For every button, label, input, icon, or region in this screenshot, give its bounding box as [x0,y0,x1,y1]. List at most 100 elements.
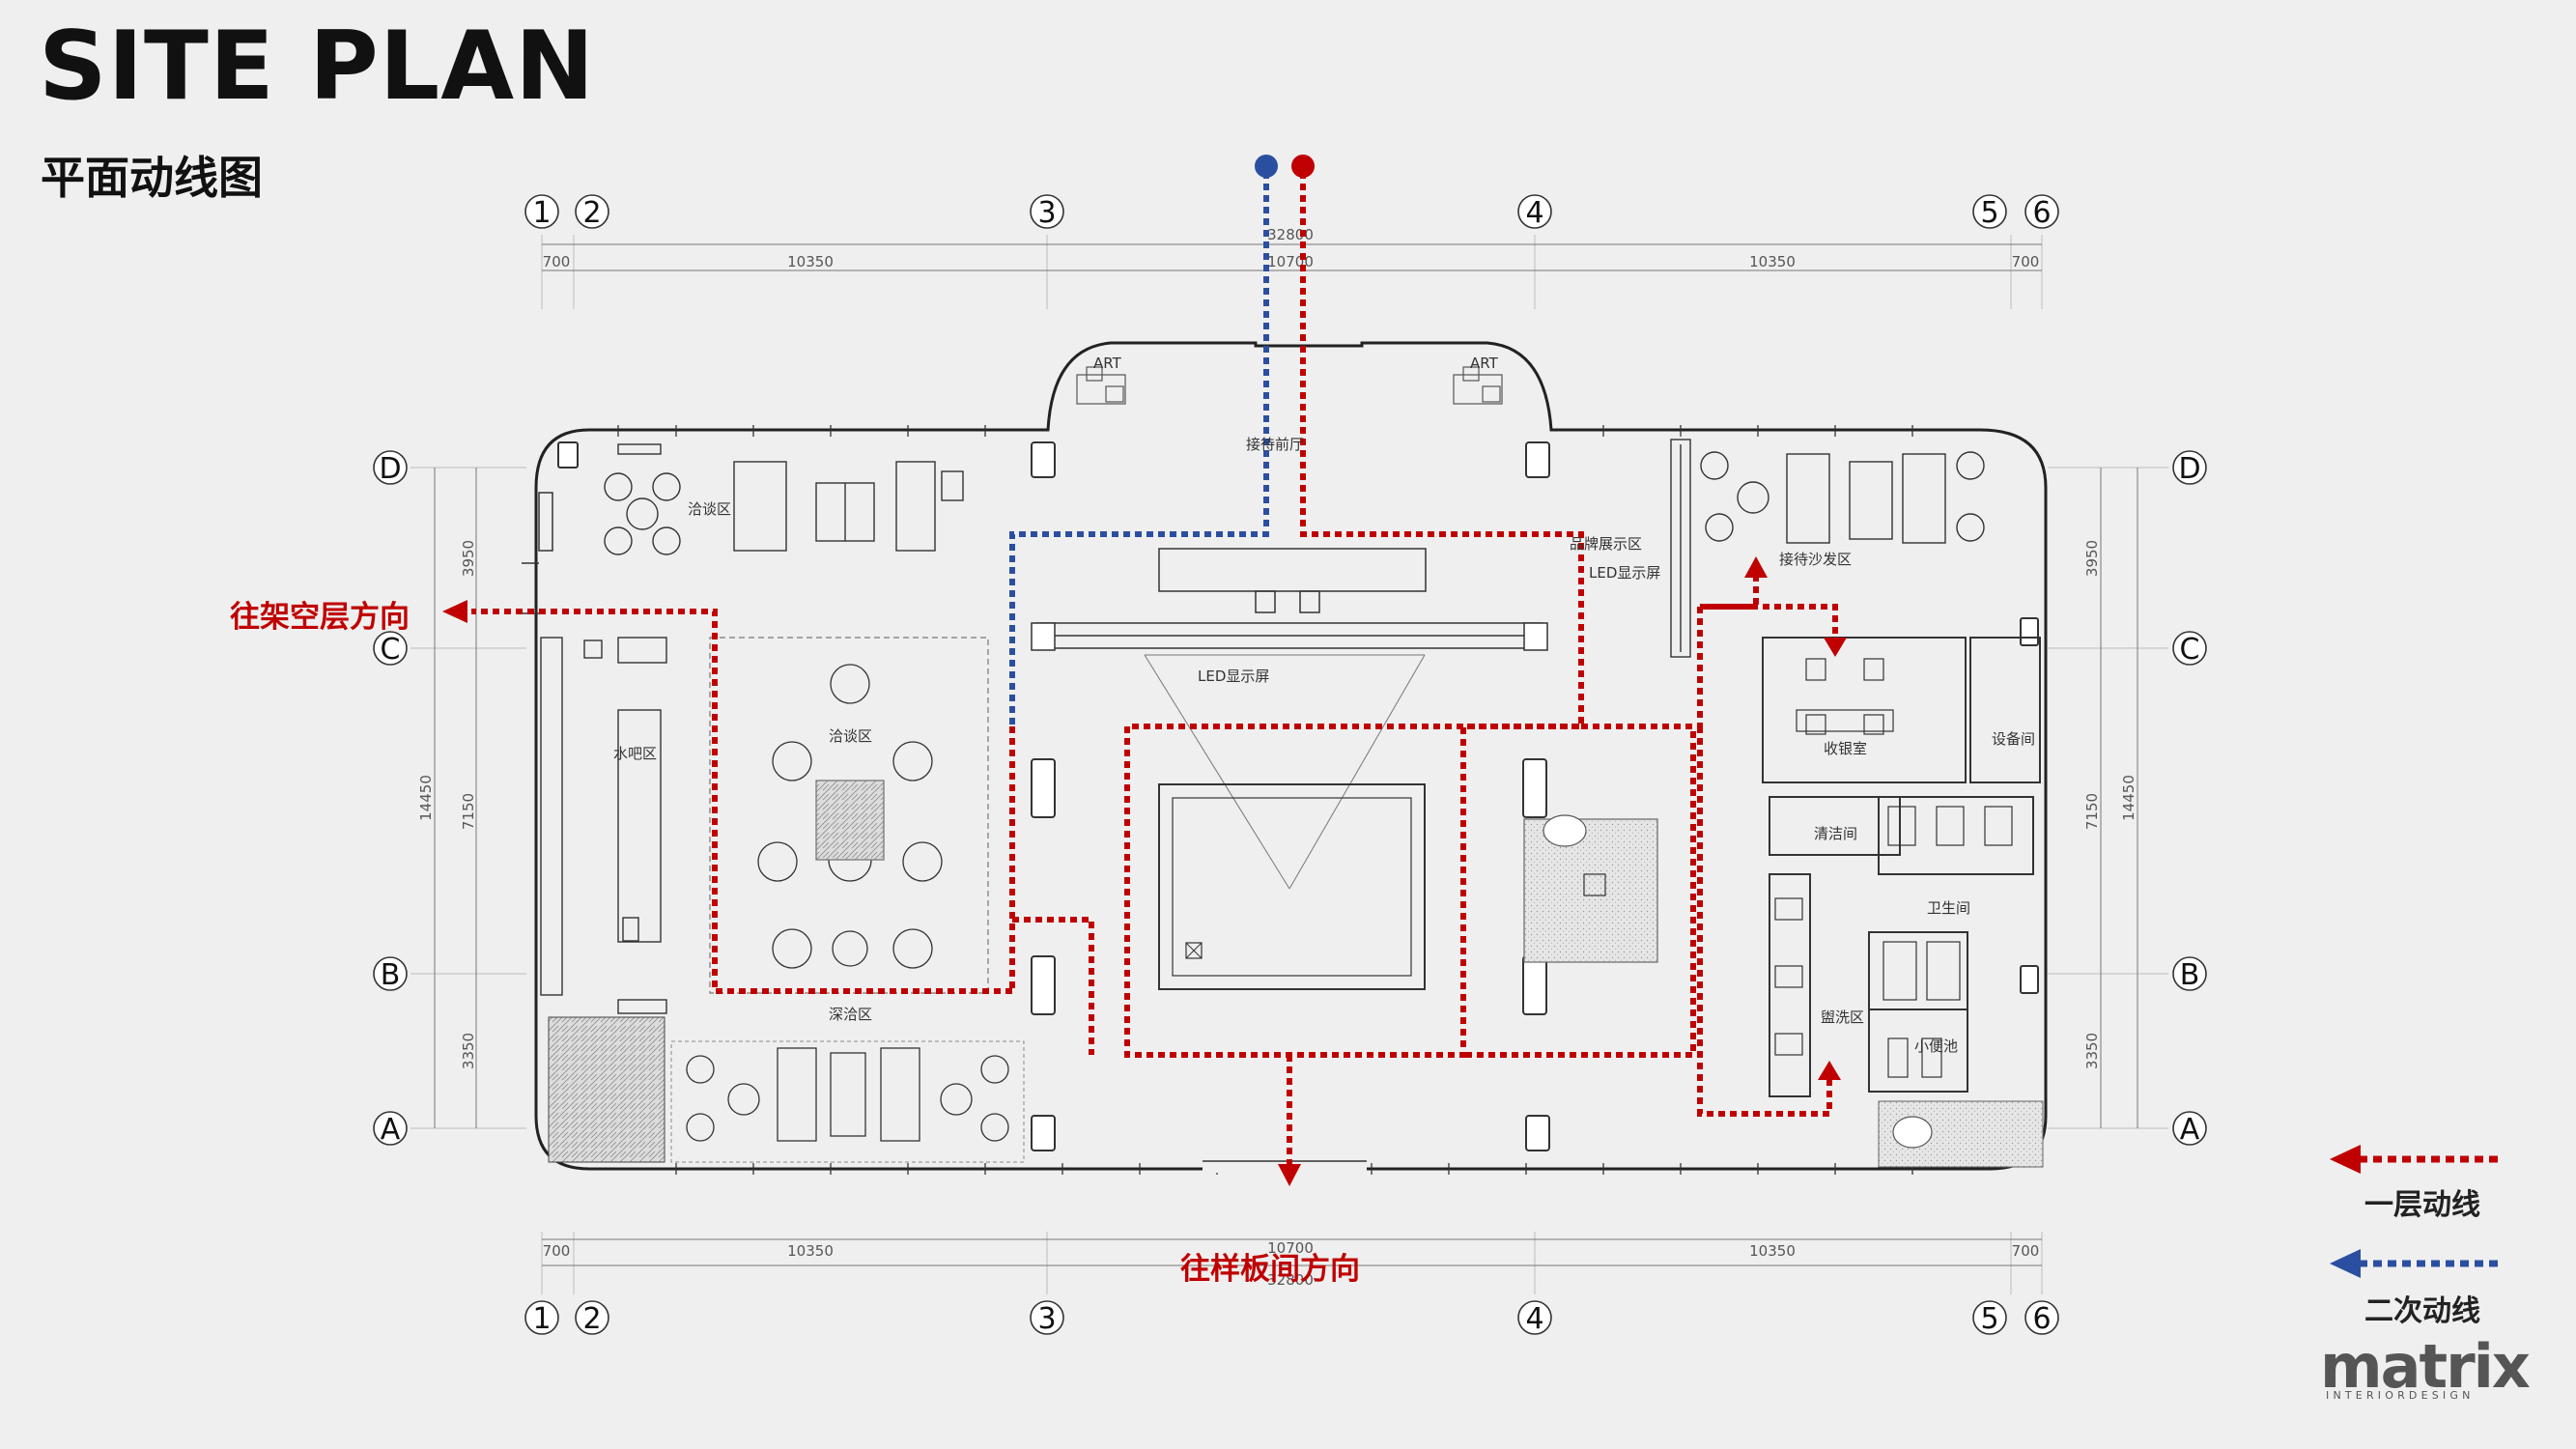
svg-text:5: 5 [1980,1302,1998,1336]
dim-right-span-2: 7150 [2083,793,2101,830]
room-water-bar: 水吧区 [613,745,657,762]
legend-primary-label: 一层动线 [2364,1188,2480,1222]
room-cashier: 收银室 [1824,740,1867,757]
grid-bubble-right-B: B [2172,956,2207,992]
primary-circulation-path [471,172,1838,1171]
wall-ticks [617,425,1913,1175]
grid-bubble-top-4: 4 [1517,194,1552,230]
legend [2330,1145,2504,1278]
svg-text:C: C [2180,633,2200,667]
dim-top-total: 32800 [1267,226,1314,243]
svg-text:5: 5 [1980,196,1998,230]
matrix-logo: matrix [2320,1331,2531,1402]
room-restroom: 卫生间 [1927,899,1970,917]
dim-left-span-1: 3950 [460,540,477,577]
room-reception-sofa: 接待沙发区 [1779,551,1852,568]
grid-bubble-right-C: C [2172,631,2207,667]
room-cleaning: 清洁间 [1814,825,1857,842]
room-washing: 盥洗区 [1821,1009,1864,1026]
room-led-screen-2: LED显示屏 [1198,668,1269,685]
page-subtitle: 平面动线图 [41,152,263,204]
direction-bottom-label: 往样板间方向 [1180,1252,1360,1287]
svg-text:2: 2 [582,1302,601,1336]
grid-lines [410,235,2168,1294]
secondary-circulation-path [1009,172,1269,726]
grid-bubble-right-D: D [2172,450,2207,486]
dim-left-span-2: 7150 [460,793,477,830]
building-outline [534,341,2048,1171]
legend-secondary-arrow [2330,1249,2361,1278]
dim-left-total: 14450 [417,775,435,821]
room-urinal: 小便池 [1914,1037,1958,1055]
svg-text:4: 4 [1525,196,1543,230]
room-negotiation-top: 洽谈区 [688,500,731,518]
svg-text:3: 3 [1037,196,1056,230]
grid-bubble-right-A: A [2172,1111,2207,1147]
room-equipment: 设备间 [1992,730,2035,748]
top-left-lounge-furniture [604,443,964,555]
svg-text:6: 6 [2032,196,2051,230]
grid-bubble-left-A: A [373,1111,408,1147]
grid-bubble-left-C: C [373,631,408,667]
room-negotiation-center: 洽谈区 [829,727,872,745]
dim-bottom-span-5: 700 [2012,1242,2040,1260]
top-dimensions: 700 10350 10700 10350 700 32800 [542,226,2042,271]
svg-text:D: D [379,452,401,486]
svg-text:6: 6 [2032,1302,2051,1336]
art-pieces [1076,366,1503,405]
dim-top-span-4: 10350 [1749,253,1796,270]
dim-top-span-2: 10350 [787,253,834,270]
grid-bubble-top-3: 3 [1030,194,1064,230]
left-planting [548,1016,665,1163]
dim-right-total: 14450 [2120,775,2137,821]
top-right-lounge-furniture [1670,439,1985,658]
dim-bottom-span-3: 10700 [1267,1239,1314,1257]
room-reception-hall: 接待前厅 [1246,436,1304,453]
water-feature [1523,818,1658,963]
service-block-walls [1762,637,2041,1097]
grid-bubble-bottom-2: 2 [575,1300,609,1336]
grid-bubble-left-D: D [373,450,408,486]
bottom-dimensions: 700 10350 10700 10350 700 32800 [542,1238,2042,1289]
room-led-screen: LED显示屏 [1589,564,1660,582]
grid-bubble-bottom-6: 6 [2024,1300,2059,1336]
svg-text:B: B [381,958,401,992]
svg-text:A: A [2180,1113,2200,1147]
grid-bubble-bottom-1: 1 [524,1300,559,1336]
dim-bottom-total: 32800 [1267,1271,1314,1289]
grid-bubble-bottom-3: 3 [1030,1300,1064,1336]
direction-left-label: 往架空层方向 [230,600,410,635]
page-title: SITE PLAN [39,12,596,122]
grid-bubble-top-6: 6 [2024,194,2059,230]
svg-text:C: C [381,633,401,667]
grid-bubble-bottom-5: 5 [1972,1300,2007,1336]
svg-text:B: B [2180,958,2200,992]
sand-table [1158,783,1426,990]
legend-secondary-label: 二次动线 [2364,1294,2480,1328]
grid-bubble-top-2: 2 [575,194,609,230]
room-art-1: ART [1093,355,1122,372]
dim-left-span-3: 3350 [460,1033,477,1069]
dim-top-span-1: 700 [543,253,571,270]
reception-furniture [1031,548,1548,890]
water-bar-furniture [540,637,667,1014]
room-brand-display: 品牌展示区 [1570,535,1642,553]
secondary-path-start-dot [1255,155,1278,178]
room-art-2: ART [1470,355,1499,372]
room-deep-negotiation: 深洽区 [829,1006,872,1023]
primary-arrowheads [442,556,1847,1186]
deep-negotiation-furniture [686,1047,1009,1142]
svg-text:4: 4 [1525,1302,1543,1336]
matrix-logo-tagline: INTERIORDESIGN [2326,1389,2475,1402]
dim-right-span-1: 3950 [2083,540,2101,577]
legend-primary-arrow [2330,1145,2361,1174]
svg-text:1: 1 [532,1302,551,1336]
dim-bottom-span-1: 700 [543,1242,571,1260]
svg-text:A: A [381,1113,401,1147]
room-labels: 接待前厅 洽谈区 品牌展示区 LED显示屏 LED显示屏 接待沙发区 水吧区 洽… [613,355,2035,1055]
primary-path-start-dot [1291,155,1315,178]
grid-bubble-top-1: 1 [524,194,559,230]
dim-right-span-3: 3350 [2083,1033,2101,1069]
grid-bubble-left-B: B [373,956,408,992]
